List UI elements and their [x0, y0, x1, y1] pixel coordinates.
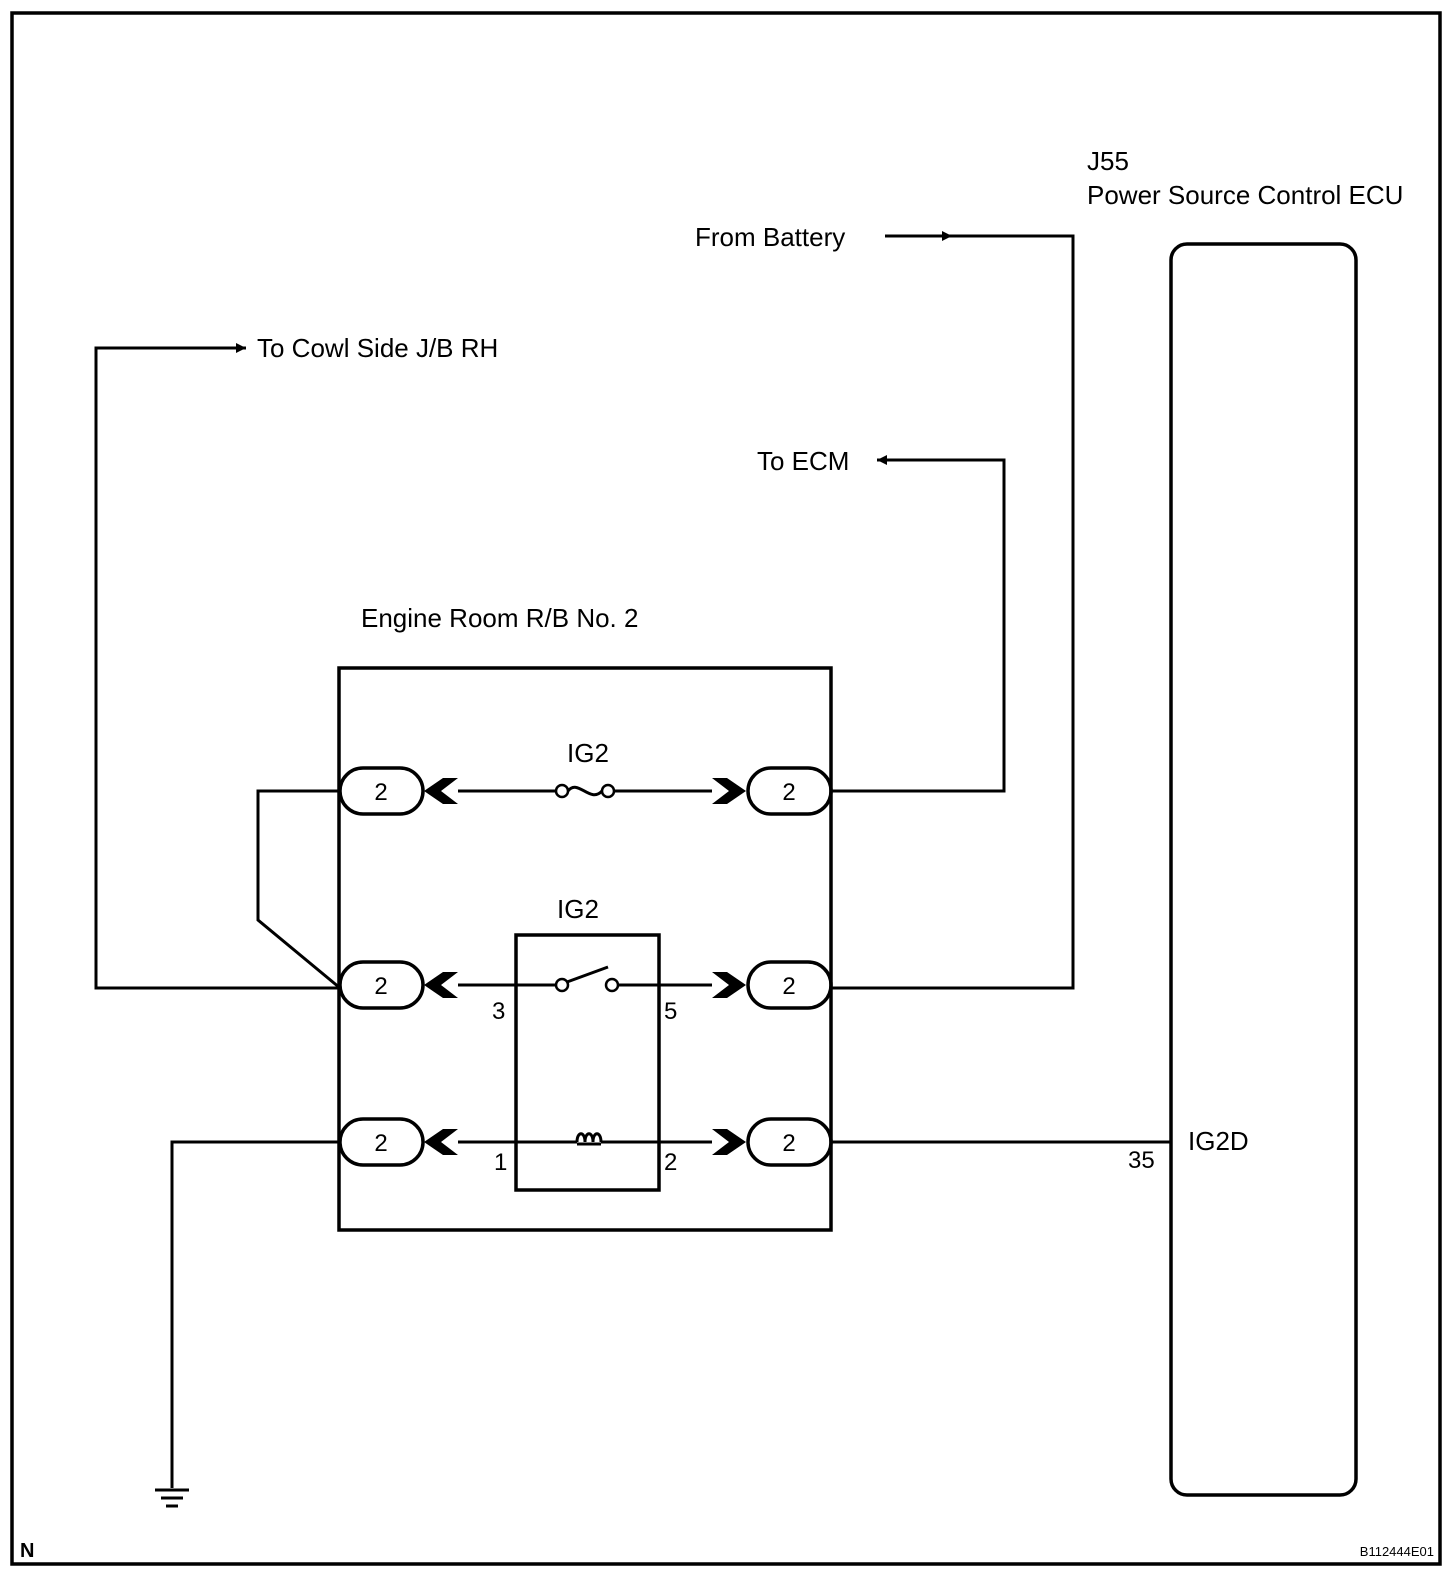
fuse-ig2 — [458, 783, 712, 799]
connector-right-bottom-label: 2 — [782, 1130, 795, 1157]
relay-label: IG2 — [557, 894, 599, 924]
wire-to-cowl — [94, 343, 340, 990]
wire-to-ground — [170, 1140, 340, 1488]
wire-to-ecm — [831, 455, 1006, 793]
relay-pin-5: 5 — [664, 998, 677, 1025]
relay-outline — [514, 933, 661, 1192]
relay-pin-3: 3 — [492, 998, 505, 1025]
relay-block-outline — [337, 666, 833, 1232]
relay-switch — [458, 965, 712, 993]
label-to-ecm: To ECM — [757, 446, 849, 476]
terminal-chevrons-right — [712, 778, 746, 1155]
connector-left-top-label: 2 — [374, 779, 387, 806]
ecu-terminal-number: 35 — [1128, 1147, 1155, 1174]
jumper-wire — [256, 789, 341, 990]
figure-code: B112444E01 — [1360, 1544, 1434, 1559]
ecu-body — [1169, 242, 1358, 1497]
label-from-battery: From Battery — [695, 222, 845, 252]
connector-left-bottom: 2 — [338, 1117, 425, 1167]
relay-pin-2: 2 — [664, 1149, 677, 1176]
connector-left-mid-label: 2 — [374, 973, 387, 1000]
ecu-terminal-name: IG2D — [1188, 1126, 1249, 1156]
fuse-label: IG2 — [567, 738, 609, 768]
connector-right-top-label: 2 — [782, 779, 795, 806]
connector-right-top: 2 — [746, 766, 833, 816]
label-to-cowl: To Cowl Side J/B RH — [257, 333, 498, 363]
connector-left-mid: 2 — [338, 960, 425, 1010]
ecu-code: J55 — [1087, 146, 1129, 176]
relay-coil — [458, 1132, 712, 1146]
connector-left-bottom-label: 2 — [374, 1130, 387, 1157]
connector-right-mid-label: 2 — [782, 973, 795, 1000]
ecu-name: Power Source Control ECU — [1087, 180, 1403, 210]
connector-right-mid: 2 — [746, 960, 833, 1010]
connector-right-bottom: 2 — [746, 1117, 833, 1167]
relay-pin-1: 1 — [494, 1149, 507, 1176]
connector-left-top: 2 — [338, 766, 425, 816]
relay-block-name: Engine Room R/B No. 2 — [361, 603, 638, 633]
diagram-frame — [10, 11, 1442, 1566]
corner-letter: N — [20, 1540, 34, 1562]
ground-icon — [155, 1488, 189, 1508]
wire-from-battery — [831, 234, 1075, 990]
terminal-chevrons-left — [424, 778, 458, 1155]
